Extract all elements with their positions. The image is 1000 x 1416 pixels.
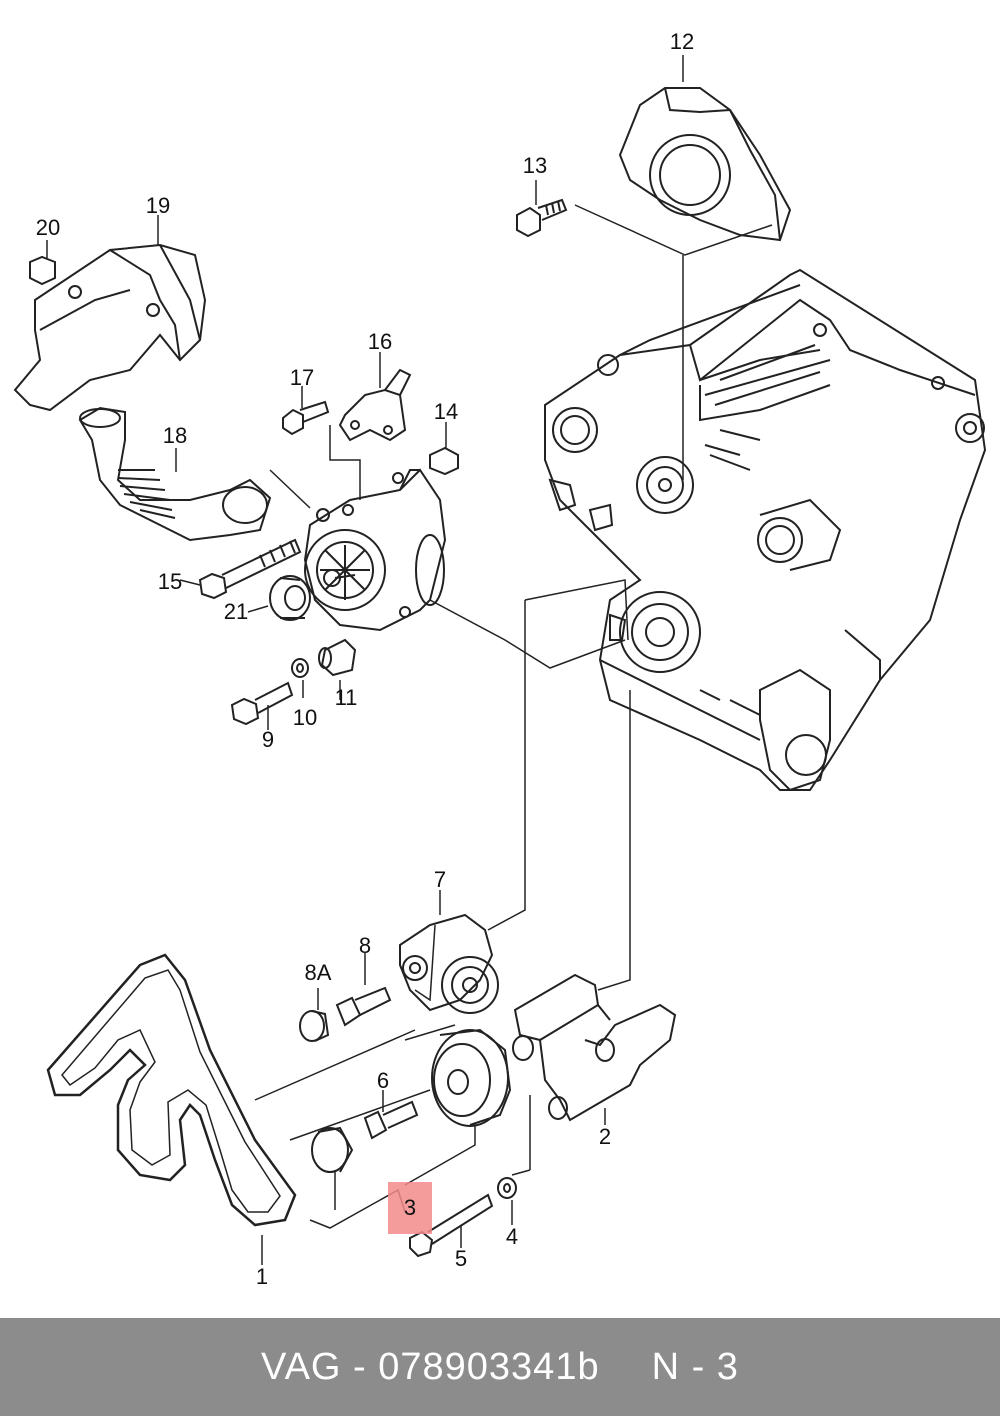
callout-5: 5 (454, 1246, 468, 1271)
bolt-part-6 (363, 1100, 419, 1140)
callout-12: 12 (669, 29, 695, 54)
bolt-part-15 (198, 538, 302, 600)
callout-4: 4 (505, 1224, 519, 1249)
bolt-part-9 (230, 681, 294, 726)
callout-20: 20 (35, 215, 61, 240)
callout-1: 1 (255, 1264, 269, 1289)
washer-part-4 (497, 1177, 517, 1199)
callout-16: 16 (367, 329, 393, 354)
idler-pulley (431, 1028, 512, 1127)
bracket-part-16 (338, 368, 412, 442)
callout-2: 2 (598, 1124, 612, 1149)
part-reference: VAG - 078903341b (261, 1345, 600, 1388)
callout-6: 6 (376, 1068, 390, 1093)
callout-8: 8 (358, 933, 372, 958)
cap-part-8a (299, 1010, 330, 1042)
callout-21: 21 (223, 599, 249, 624)
hose-part-18 (78, 406, 272, 542)
bolt-part-8 (335, 986, 392, 1027)
callout-8a: 8A (304, 960, 332, 985)
callout-14: 14 (433, 399, 459, 424)
callout-13: 13 (522, 153, 548, 178)
nut-part-20 (29, 255, 56, 286)
callout-19: 19 (145, 193, 171, 218)
dust-cap (311, 1126, 354, 1173)
callout-10: 10 (292, 705, 318, 730)
washer-part-10 (291, 658, 309, 678)
footer-bar: VAG - 078903341b N - 3 (0, 1318, 1000, 1416)
page-reference: N - 3 (651, 1345, 739, 1388)
air-duct-part-19 (13, 243, 207, 412)
tensioner-part-7 (399, 913, 499, 1014)
bolt-part-13 (516, 198, 568, 238)
alternator (303, 468, 447, 632)
bracket-part-2 (512, 973, 677, 1122)
callout-11: 11 (334, 685, 358, 710)
bushing-part-21 (269, 575, 311, 621)
sleeve-part-11 (318, 638, 357, 677)
ribbed-belt-part-1 (46, 953, 297, 1227)
callout-18: 18 (162, 423, 188, 448)
highlight-marker-part-3 (388, 1182, 432, 1234)
callout-9: 9 (261, 727, 275, 752)
exploded-parts-diagram (13, 55, 987, 1265)
callout-17: 17 (289, 365, 315, 390)
callout-3: 3 (403, 1195, 417, 1220)
callout-7: 7 (433, 867, 447, 892)
nut-part-14 (429, 446, 459, 476)
callout-15: 15 (157, 569, 183, 594)
bolt-part-17 (282, 400, 330, 436)
engine-block (544, 268, 987, 792)
belt-cover-part-12 (618, 87, 792, 242)
